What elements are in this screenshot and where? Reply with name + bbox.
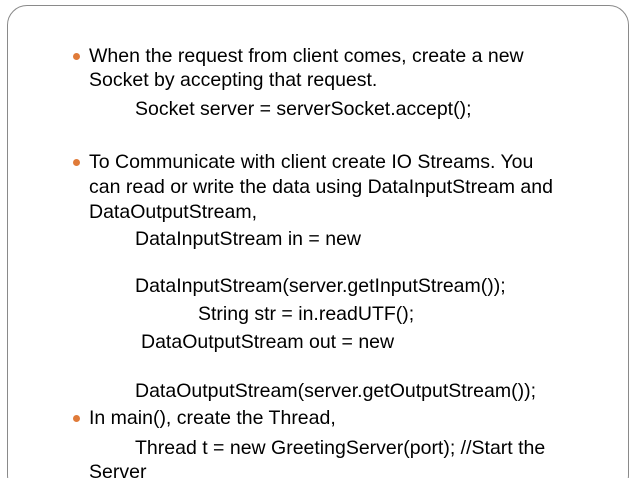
- bullet-2-line-2: can read or write the data using DataInp…: [89, 176, 553, 198]
- code-line-dataoutputstream-decl: DataOutputStream out = new: [141, 331, 395, 353]
- code-line-socket-accept: Socket server = serverSocket.accept();: [135, 98, 472, 120]
- code-line-datainputstream-ctor: DataInputStream(server.getInputStream())…: [135, 275, 506, 297]
- bullet-icon: [73, 159, 80, 166]
- bullet-icon: [73, 53, 80, 60]
- code-line-datainputstream-decl: DataInputStream in = new: [135, 228, 362, 250]
- bullet-3-line-1: In main(), create the Thread,: [89, 407, 336, 429]
- slide-frame: [7, 5, 629, 478]
- code-line-server-wrap: Server: [89, 461, 147, 478]
- code-line-dataoutputstream-ctor: DataOutputStream(server.getOutputStream(…: [135, 380, 536, 402]
- code-line-readutf: String str = in.readUTF();: [198, 303, 415, 325]
- bullet-1-line-1: When the request from client comes, crea…: [89, 45, 524, 67]
- bullet-icon: [73, 415, 80, 422]
- bullet-1-line-2: Socket by accepting that request.: [89, 69, 378, 91]
- code-line-thread-create: Thread t = new GreetingServer(port); //S…: [135, 437, 546, 459]
- bullet-2-line-1: To Communicate with client create IO Str…: [89, 151, 534, 173]
- bullet-2-line-3: DataOutputStream,: [89, 201, 257, 223]
